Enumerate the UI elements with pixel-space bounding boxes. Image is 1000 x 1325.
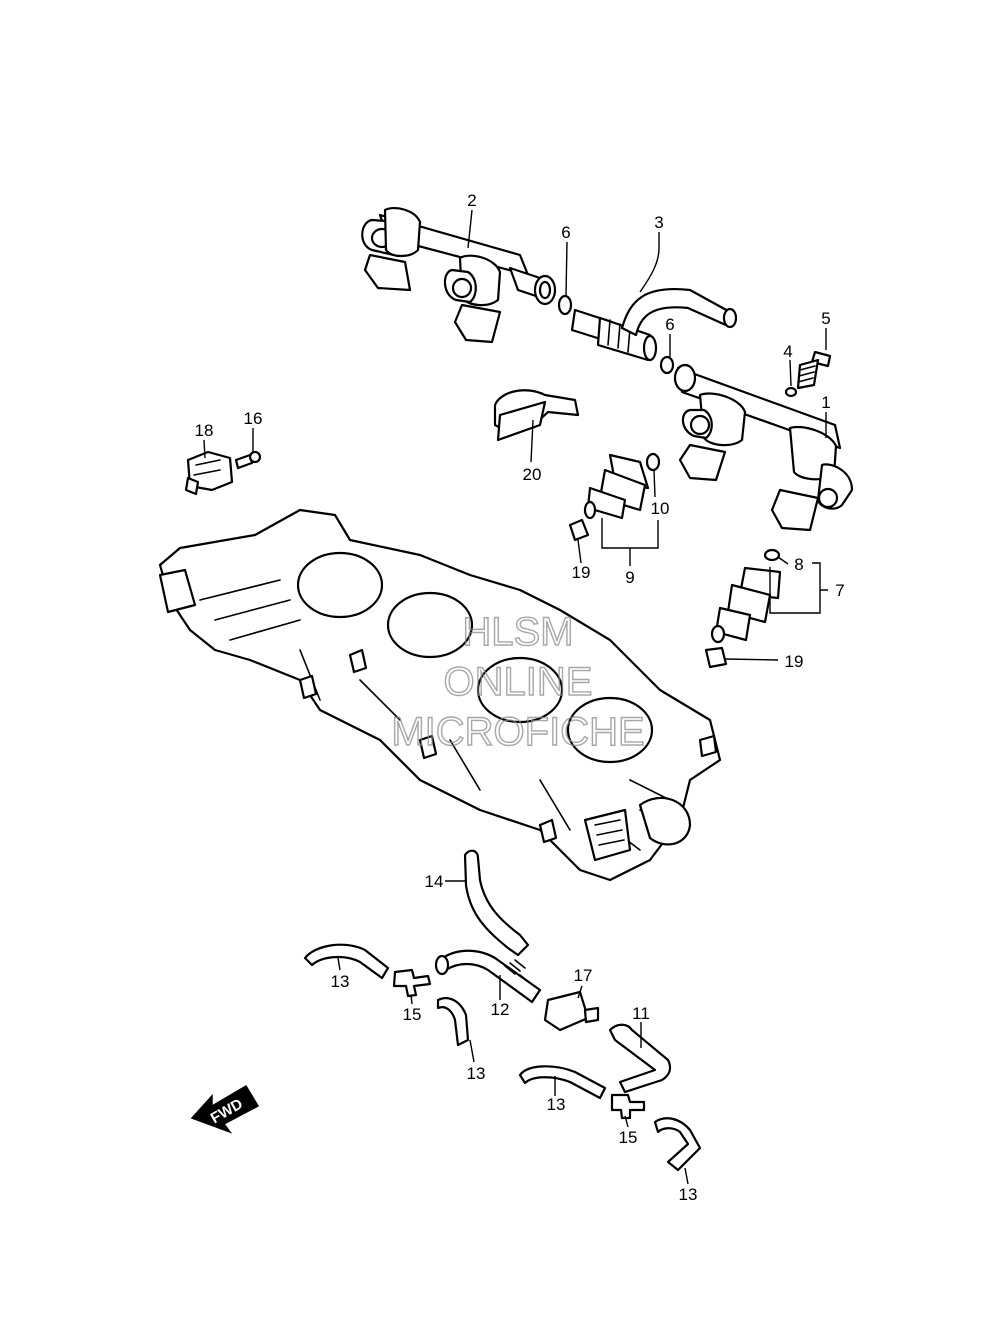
leader-lines xyxy=(203,209,828,1185)
watermark: HLSM ONLINE MICROFICHE xyxy=(391,609,646,754)
hose-12 xyxy=(438,949,542,1004)
callout-11: 11 xyxy=(632,1004,650,1023)
callout-18: 18 xyxy=(195,421,214,440)
cap-19-upper xyxy=(568,518,590,542)
watermark-line-1: HLSM xyxy=(462,610,573,654)
callout-13-c: 13 xyxy=(547,1095,566,1114)
bolt-5 xyxy=(796,350,832,390)
callout-labels: 1 2 3 4 5 6 6 7 8 9 10 11 12 13 13 13 13… xyxy=(195,191,845,1204)
cap-19-lower xyxy=(704,646,728,669)
watermark-line-3: MICROFICHE xyxy=(391,710,644,754)
fuel-injector-9 xyxy=(583,453,650,520)
callout-19-a: 19 xyxy=(572,563,591,582)
o-ring-8 xyxy=(763,548,781,562)
connector-15-upper xyxy=(392,968,432,998)
callout-2: 2 xyxy=(467,191,476,210)
callout-6-lower: 6 xyxy=(665,315,674,334)
callout-13-d: 13 xyxy=(679,1185,698,1204)
throttle-body-assembly xyxy=(158,508,722,882)
callout-12: 12 xyxy=(491,1000,510,1019)
hose-13-lower-right xyxy=(653,1117,702,1172)
callout-1: 1 xyxy=(821,393,830,412)
hose-14 xyxy=(463,849,530,957)
screw-16 xyxy=(234,450,262,470)
callout-16: 16 xyxy=(244,409,263,428)
hose-13-middle-left xyxy=(436,997,470,1047)
callout-13-a: 13 xyxy=(331,972,350,991)
joint-17 xyxy=(543,990,590,1032)
callout-13-b: 13 xyxy=(467,1064,486,1083)
fuel-joint xyxy=(570,308,658,362)
fwd-arrow-icon: FWD xyxy=(190,1084,260,1134)
hose-13-lower-left xyxy=(518,1065,607,1100)
sensor-18 xyxy=(184,450,234,496)
callout-15-b: 15 xyxy=(619,1128,638,1147)
callout-15-a: 15 xyxy=(403,1005,422,1024)
washer-4 xyxy=(784,386,798,398)
callout-14: 14 xyxy=(425,872,444,891)
callout-6-upper: 6 xyxy=(561,223,570,242)
callout-7: 7 xyxy=(835,581,844,600)
callout-20: 20 xyxy=(523,465,542,484)
fuel-rail-left xyxy=(361,206,557,344)
callout-19-b: 19 xyxy=(785,652,804,671)
o-ring-6-upper xyxy=(557,294,573,316)
callout-3: 3 xyxy=(654,213,663,232)
hose-11 xyxy=(608,1023,672,1094)
hose-13-upper-left xyxy=(303,943,390,980)
watermark-line-2: ONLINE xyxy=(444,660,593,704)
callout-9: 9 xyxy=(625,568,634,587)
fuel-rail-right xyxy=(673,363,854,532)
callout-8: 8 xyxy=(794,555,803,574)
connector-15-lower xyxy=(610,1093,646,1120)
callout-4: 4 xyxy=(783,342,792,361)
callout-10: 10 xyxy=(651,499,670,518)
o-ring-6-lower xyxy=(659,355,675,375)
callout-17: 17 xyxy=(574,966,593,985)
fuel-hose-3 xyxy=(620,287,732,337)
fuel-clamp-20 xyxy=(493,389,580,442)
o-ring-10 xyxy=(645,452,661,472)
callout-5: 5 xyxy=(821,309,830,328)
